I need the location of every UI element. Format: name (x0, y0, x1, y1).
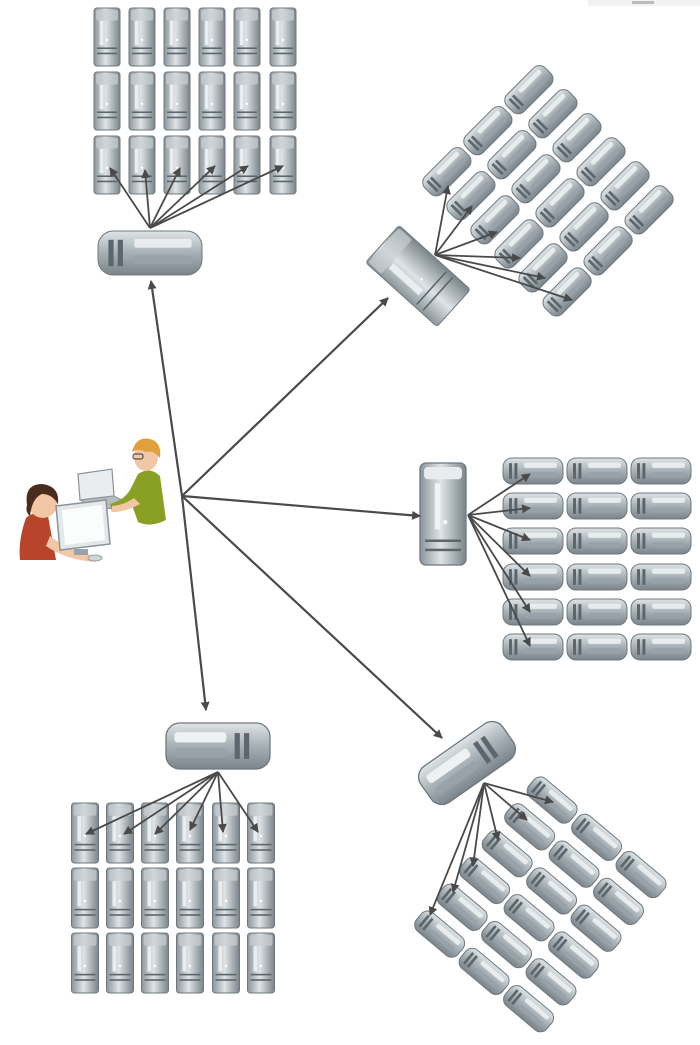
rack-server (270, 72, 296, 130)
rack-server (631, 564, 691, 590)
hub-server-upper-right (366, 225, 471, 326)
rack-server (94, 8, 120, 66)
rack-server (94, 136, 120, 194)
rack-server (164, 136, 190, 194)
rack-server (142, 868, 169, 928)
rack-server (631, 458, 691, 484)
rack-server (129, 136, 155, 194)
rack-server (631, 493, 691, 519)
corner-logo-fragment (588, 0, 700, 8)
rack-server (72, 933, 99, 993)
rack-server (199, 72, 225, 130)
rack-server (503, 564, 563, 590)
rack-server (177, 933, 204, 993)
hub-server-right (420, 463, 466, 565)
rack-server (234, 8, 260, 66)
link-arrow (435, 186, 448, 255)
rack-server (567, 599, 627, 625)
rack-server (270, 136, 296, 194)
rack-server (248, 803, 275, 863)
rack-server (177, 868, 204, 928)
hub-server-bottom-left (166, 723, 270, 769)
rack-server (129, 8, 155, 66)
man-figure (110, 439, 166, 525)
rack-server (107, 868, 134, 928)
rack-server (631, 634, 691, 660)
main-arrow-bottom-left (182, 496, 206, 710)
rack-server (270, 8, 296, 66)
rack-server (72, 803, 99, 863)
rack-server (567, 493, 627, 519)
rack-server (567, 458, 627, 484)
rack-server (503, 634, 563, 660)
rack-server (631, 599, 691, 625)
rack-server (94, 72, 120, 130)
monitor-stand (74, 549, 88, 555)
rack-server (213, 868, 240, 928)
cluster-bottom-right-grid (411, 773, 669, 1035)
rack-server (248, 868, 275, 928)
rack-server (142, 933, 169, 993)
rack-server (213, 803, 240, 863)
laptop-screen (78, 469, 114, 500)
rack-server (199, 136, 225, 194)
rack-server (107, 803, 134, 863)
rack-server (503, 458, 563, 484)
rack-server (234, 72, 260, 130)
rack-server (234, 136, 260, 194)
rack-server (567, 564, 627, 590)
rack-server (503, 599, 563, 625)
main-arrow-upper-right (182, 298, 388, 496)
rack-server (248, 933, 275, 993)
rack-server (199, 8, 225, 66)
mouse (88, 555, 102, 561)
main-arrow-bottom-right (182, 496, 442, 738)
rack-server (164, 72, 190, 130)
user-workstation (20, 439, 166, 562)
hub-server-top (98, 231, 202, 275)
hub-server-bottom-right (413, 716, 520, 809)
rack-server (129, 72, 155, 130)
rack-server (164, 8, 190, 66)
rack-server (631, 528, 691, 554)
rack-server (567, 528, 627, 554)
rack-server (72, 868, 99, 928)
main-arrow-right (182, 496, 420, 516)
rack-server (503, 493, 563, 519)
rack-server (213, 933, 240, 993)
rack-server (567, 634, 627, 660)
rack-server (107, 933, 134, 993)
